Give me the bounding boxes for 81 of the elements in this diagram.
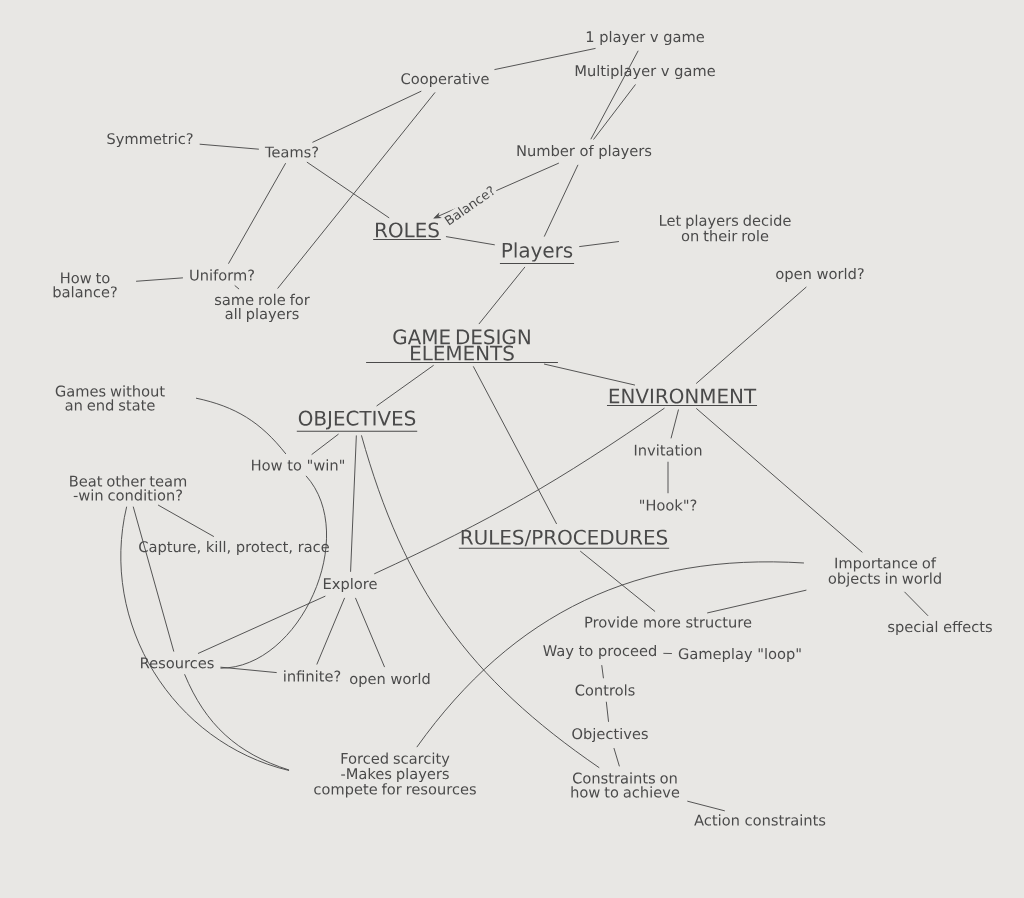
- connector-line: [306, 161, 390, 219]
- note-text: Beat other team -win condition?: [70, 475, 187, 501]
- note-text: How to "win": [252, 459, 344, 471]
- connector-line: [132, 506, 175, 653]
- heading-text: RULES/PROCEDURES: [458, 529, 670, 549]
- connector-line: [472, 365, 558, 525]
- note-text: Let players decide on their role: [660, 214, 791, 242]
- connector-line: [613, 747, 620, 767]
- connector-line: [360, 434, 600, 769]
- note-text: Explore: [323, 577, 377, 593]
- note-text: open world: [350, 672, 430, 688]
- connector-line: [543, 164, 579, 238]
- connector-line: [350, 435, 357, 573]
- note-text: Objectives: [572, 727, 648, 743]
- connector-line: [197, 595, 326, 654]
- connector-line: [311, 90, 422, 143]
- note-text: How to balance?: [53, 272, 117, 298]
- note-text: Number of players: [517, 144, 652, 160]
- connector-line: [199, 143, 260, 150]
- heading-text: Players: [499, 242, 575, 265]
- connector-line: [593, 84, 636, 140]
- connector-line: [354, 597, 386, 668]
- note-text: Games without an end state: [55, 385, 165, 411]
- heading-text: ENVIRONMENT: [606, 388, 758, 406]
- connector-line: [376, 364, 435, 407]
- note-text: Gameplay "loop": [678, 647, 801, 663]
- note-text: open world?: [776, 267, 864, 283]
- connector-line: [234, 285, 240, 290]
- connector-line: [445, 236, 496, 246]
- note-text: Action constraints: [694, 814, 826, 826]
- connector-line: [543, 363, 636, 386]
- connector-line: [579, 550, 656, 612]
- note-text: Forced scarcity -Makes players compete for resources: [314, 752, 476, 798]
- note-text: special effects: [888, 620, 992, 636]
- note-text: 1 player v game: [586, 30, 704, 46]
- connector-line: [695, 407, 863, 553]
- connector-line: [590, 50, 639, 140]
- note-text: Teams?: [264, 146, 319, 158]
- note-text: infinite?: [284, 670, 341, 682]
- connector-line: [227, 162, 287, 265]
- note-text: Provide more structure: [585, 616, 752, 628]
- connector-line: [695, 286, 807, 385]
- note-text: Invitation: [634, 444, 702, 456]
- note-text: Way to proceed: [543, 644, 656, 660]
- connector-line: [605, 701, 609, 723]
- connector-line: [195, 397, 287, 455]
- connector-line: [416, 561, 805, 748]
- connector-line: [135, 277, 184, 282]
- heading-text: ROLES: [372, 222, 442, 240]
- connector-line: [686, 800, 726, 812]
- connector-line: [494, 47, 596, 71]
- heading-text: OBJECTIVES: [296, 410, 418, 432]
- note-text: Capture, kill, protect, race: [139, 540, 329, 556]
- note-text: Controls: [575, 684, 635, 696]
- connector-line: [578, 241, 620, 248]
- connector-line: [277, 91, 436, 290]
- note-text: same role for all players: [215, 293, 310, 323]
- connector-line: [220, 666, 278, 674]
- note-text: Multiplayer v game: [575, 64, 715, 80]
- connector-line: [667, 461, 669, 494]
- connector-line: [120, 506, 290, 771]
- note-text: Symmetric?: [107, 132, 193, 148]
- connector-line: [706, 589, 807, 614]
- connector-line: [904, 591, 929, 617]
- connector-line: [220, 475, 327, 669]
- connector-line: [157, 504, 215, 538]
- note-text: Importance of objects in world: [828, 557, 941, 587]
- connector-line: [601, 664, 604, 679]
- note-text: Uniform?: [190, 269, 254, 281]
- connector-line: [184, 673, 290, 771]
- note-text: Constraints on how to achieve: [571, 772, 680, 798]
- note-text: Cooperative: [401, 72, 489, 88]
- note-text: "Hook"?: [640, 499, 697, 511]
- connector-line: [662, 652, 673, 654]
- connector-line: [316, 597, 346, 665]
- connector-line: [373, 407, 665, 575]
- connector-line: [478, 266, 526, 325]
- connector-line: [311, 433, 339, 456]
- note-text: Resources: [141, 657, 214, 669]
- heading-text: GAME DESIGN ELEMENTS: [365, 329, 559, 364]
- connector-line: [670, 409, 679, 439]
